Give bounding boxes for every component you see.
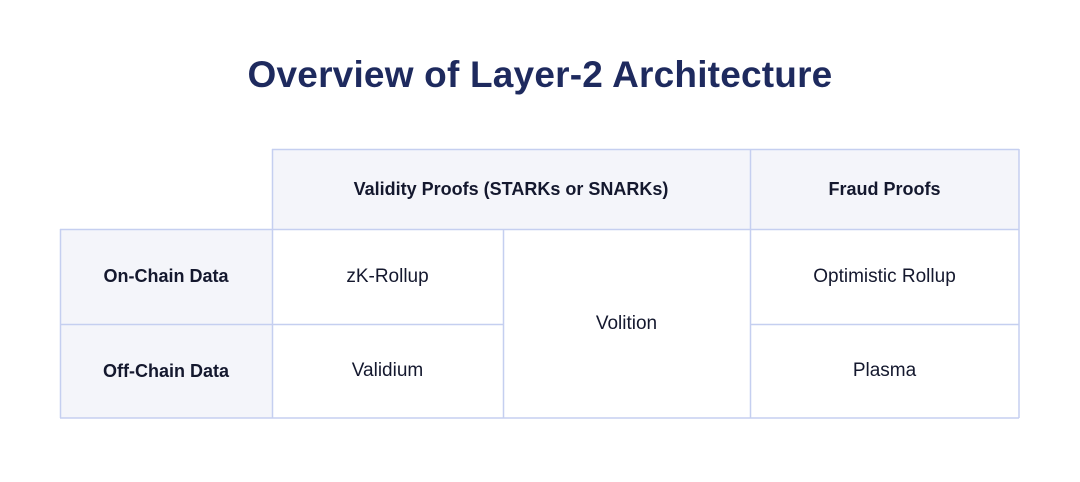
cell-validium: Validium [351, 360, 424, 381]
cell-volition: Volition [595, 312, 658, 334]
column-header-fraud-proofs: Fraud Proofs [750, 149, 1019, 229]
cell-optimistic-rollup: Optimistic Rollup [813, 265, 956, 287]
cell-zk-rollup: zK-Rollup [346, 265, 429, 287]
page-title: Overview of Layer-2 Architecture [247, 54, 833, 95]
cell-plasma: Plasma [852, 360, 917, 381]
row-header-off-chain-data: Off-Chain Data [60, 324, 272, 418]
column-header-validity-proofs: Validity Proofs (STARKs or SNARKs) [272, 149, 750, 229]
row-header-on-chain-data: On-Chain Data [60, 229, 272, 324]
